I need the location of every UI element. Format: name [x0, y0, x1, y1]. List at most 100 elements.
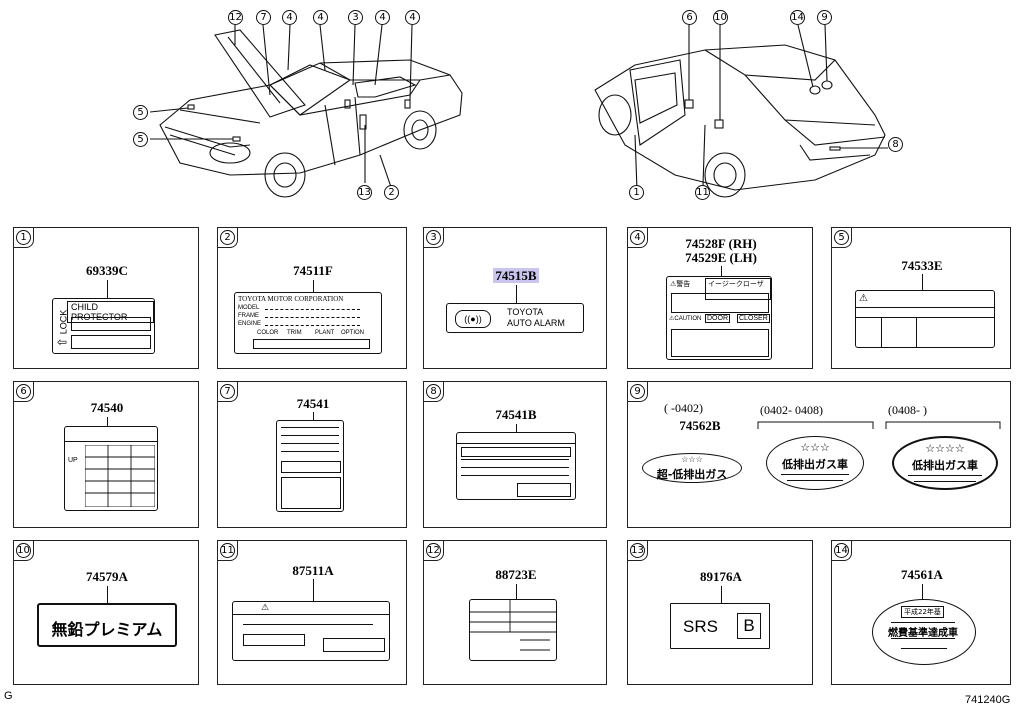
label-illustration: UP	[64, 426, 158, 511]
warning-triangle-icon: ⚠	[859, 293, 868, 304]
emission-badge-3: ☆☆☆☆ 低排出ガス車	[892, 436, 998, 490]
leader-line	[107, 280, 108, 302]
label-text: 無鉛プレミアム	[51, 620, 163, 639]
part-cell-8[interactable]: 8 74541B	[423, 381, 607, 528]
label-warn: ⚠警告	[670, 280, 691, 288]
cell-number: 9	[630, 384, 645, 399]
cell-number: 14	[834, 543, 849, 558]
callout-4a[interactable]: 4	[282, 10, 297, 25]
callout-6[interactable]: 6	[682, 10, 697, 25]
label-illustration: CHILD PROTECTOR LOCK ⇦	[52, 298, 155, 354]
cell-number: 3	[426, 230, 441, 245]
leader-line	[313, 280, 314, 294]
cell-number-tab: 10	[14, 541, 34, 561]
alarm-icon: ((●))	[455, 310, 491, 328]
callout-10[interactable]: 10	[713, 10, 728, 25]
cell-number: 10	[16, 543, 31, 558]
emission-badge-1: ☆☆☆ 超-低排出ガス	[642, 453, 742, 483]
callout-14[interactable]: 14	[790, 10, 805, 25]
part-cell-4[interactable]: 4 74528F (RH) 74529E (LH) ⚠警告 イージークローザー …	[627, 227, 813, 369]
label-illustration: 無鉛プレミアム	[37, 603, 177, 647]
part-number: 74562B	[679, 418, 721, 433]
part-number: 74540	[90, 400, 124, 415]
cell-number: 5	[834, 230, 849, 245]
part-cell-12[interactable]: 12 88723E	[423, 540, 607, 685]
callout-4b[interactable]: 4	[313, 10, 328, 25]
part-cell-3[interactable]: 3 74515B ((●)) TOYOTA AUTO ALARM	[423, 227, 607, 369]
label-side: LOCK	[58, 309, 69, 335]
cell-number-tab: 3	[424, 228, 444, 248]
cell-number-tab: 1	[14, 228, 34, 248]
part-number: 87511A	[292, 563, 334, 578]
label-grid	[470, 600, 556, 651]
leader-line	[721, 586, 722, 604]
leader-line	[922, 274, 923, 290]
callout-13[interactable]: 13	[357, 185, 372, 200]
callout-9[interactable]: 9	[817, 10, 832, 25]
part-cell-7[interactable]: 7 74541	[217, 381, 407, 528]
part-number: 74515B	[424, 268, 608, 284]
part-cell-14[interactable]: 14 74561A 平成22年基 燃費基準達成車	[831, 540, 1011, 685]
footer-left-code: G	[4, 690, 13, 702]
leader-line	[516, 584, 517, 600]
part-cell-13[interactable]: 13 89176A SRS B	[627, 540, 813, 685]
label-col: TRIM	[287, 330, 302, 336]
leader-line	[516, 424, 517, 432]
label-illustration	[276, 420, 344, 512]
label-row: FRAME	[238, 313, 259, 319]
label-illustration: ⚠	[232, 601, 390, 661]
part-number: 69339C	[86, 263, 128, 278]
callout-12[interactable]: 12	[228, 10, 243, 25]
emission-badge-2: ☆☆☆ 低排出ガス車	[766, 436, 864, 490]
part-cell-1[interactable]: 1 69339C CHILD PROTECTOR LOCK ⇦	[13, 227, 199, 369]
part-number: 74528F (RH)	[685, 236, 757, 251]
label-illustration: ((●)) TOYOTA AUTO ALARM	[446, 303, 584, 333]
part-cell-9[interactable]: 9 ( -0402) (0402- 0408) (0408- ) 74562B …	[627, 381, 1011, 528]
callout-2[interactable]: 2	[384, 185, 399, 200]
part-cell-10[interactable]: 10 74579A 無鉛プレミアム	[13, 540, 199, 685]
part-number: 88723E	[495, 567, 537, 582]
label-illustration: ⚠	[855, 290, 995, 348]
part-cell-6[interactable]: 6 74540 UP	[13, 381, 199, 528]
cell-number-tab: 7	[218, 382, 238, 402]
label-illustration	[469, 599, 557, 661]
label-illustration: SRS B	[670, 603, 770, 649]
label-illustration: TOYOTA MOTOR CORPORATION MODEL FRAME ENG…	[234, 292, 382, 354]
part-number: 74541	[296, 396, 330, 411]
badge-text: 超-低排出ガス	[656, 468, 728, 481]
leader-line	[516, 285, 517, 303]
label-line-2: AUTO ALARM	[507, 318, 565, 328]
callout-7[interactable]: 7	[256, 10, 271, 25]
cell-number: 7	[220, 384, 235, 399]
leader-line	[313, 579, 314, 601]
callout-8[interactable]: 8	[888, 137, 903, 152]
cell-number-tab: 2	[218, 228, 238, 248]
label-main: 燃費基準達成車	[888, 628, 958, 639]
callout-1[interactable]: 1	[629, 185, 644, 200]
range-label-1: ( -0402)	[664, 401, 703, 415]
cell-number: 8	[426, 384, 441, 399]
callout-5a[interactable]: 5	[133, 105, 148, 120]
callout-11[interactable]: 11	[695, 185, 710, 200]
callout-4c[interactable]: 4	[375, 10, 390, 25]
cell-number: 12	[426, 543, 441, 558]
part-cell-11[interactable]: 11 87511A ⚠	[217, 540, 407, 685]
callout-3[interactable]: 3	[348, 10, 363, 25]
callout-4d[interactable]: 4	[405, 10, 420, 25]
car-front-illustration	[149, 24, 463, 198]
range-brackets	[757, 421, 1001, 429]
part-cell-2[interactable]: 2 74511F TOYOTA MOTOR CORPORATION MODEL …	[217, 227, 407, 369]
cell-number: 6	[16, 384, 31, 399]
callout-5b[interactable]: 5	[133, 132, 148, 147]
range-label-2: (0402- 0408)	[760, 403, 823, 417]
leader-line	[107, 417, 108, 429]
part-cell-5[interactable]: 5 74533E ⚠	[831, 227, 1011, 369]
label-row: MODEL	[238, 305, 260, 311]
part-number: 74533E	[901, 258, 943, 273]
leader-line	[313, 412, 314, 422]
label-row: ENGINE	[238, 321, 262, 327]
warning-triangle-icon: ⚠	[261, 602, 270, 612]
label-col: COLOR	[257, 330, 279, 336]
leader-line	[721, 266, 722, 278]
part-number-2: 74529E (LH)	[685, 250, 757, 265]
